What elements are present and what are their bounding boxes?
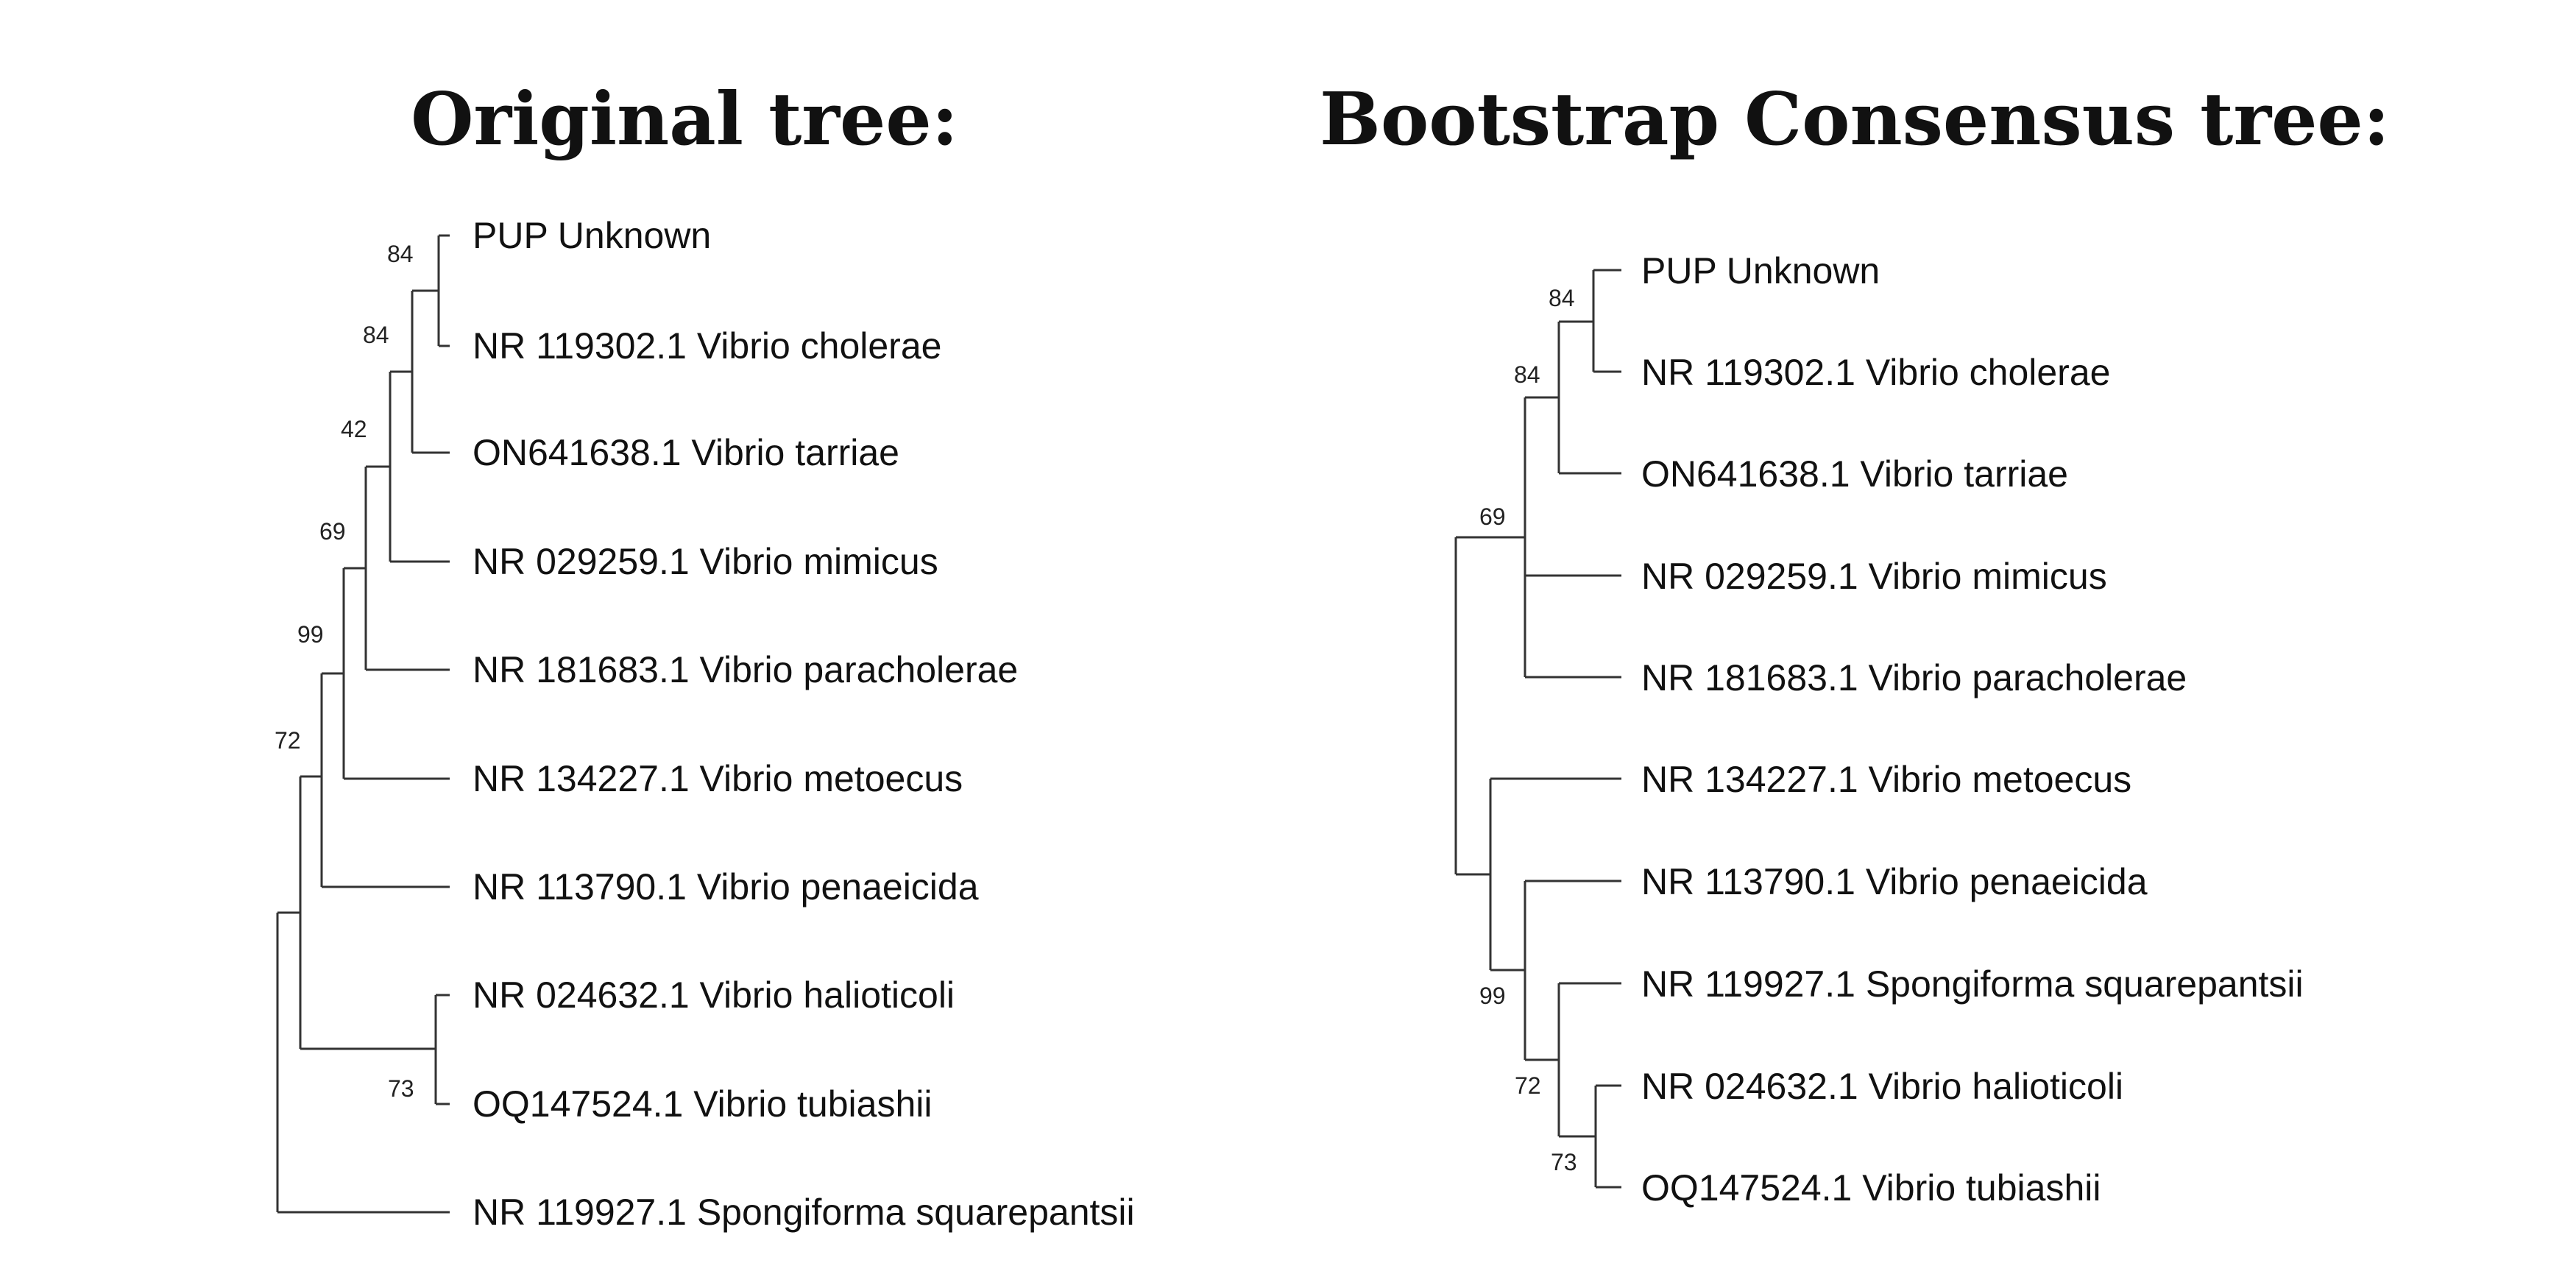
consensus-tree: PUP Unknown NR 119302.1 Vibrio cholerae … <box>1454 250 2304 1209</box>
leaf-label: NR 119927.1 Spongiforma squarepantsii <box>473 1192 1135 1233</box>
bootstrap-value: 72 <box>1515 1072 1541 1099</box>
original-tree: PUP Unknown NR 119302.1 Vibrio cholerae … <box>275 215 1135 1233</box>
leaf-label: NR 113790.1 Vibrio penaeicida <box>473 866 979 907</box>
bootstrap-value: 69 <box>1479 503 1506 530</box>
leaf-label: NR 029259.1 Vibrio mimicus <box>1641 556 2107 597</box>
leaf-label: PUP Unknown <box>1641 250 1880 291</box>
leaf-label: NR 119302.1 Vibrio cholerae <box>1641 352 2110 393</box>
bootstrap-value: 84 <box>1514 361 1540 388</box>
leaf-label: NR 119302.1 Vibrio cholerae <box>473 325 941 367</box>
bootstrap-value: 84 <box>387 241 414 267</box>
leaf-label: NR 029259.1 Vibrio mimicus <box>473 541 938 582</box>
leaf-label: NR 119927.1 Spongiforma squarepantsii <box>1641 963 2304 1005</box>
leaf-label: NR 134227.1 Vibrio metoecus <box>473 758 963 799</box>
leaf-label: OQ147524.1 Vibrio tubiashii <box>1641 1167 2101 1209</box>
leaf-label: OQ147524.1 Vibrio tubiashii <box>473 1083 933 1125</box>
leaf-label: NR 024632.1 Vibrio halioticoli <box>1641 1066 2123 1107</box>
original-tree-title: Original tree: <box>411 77 958 162</box>
leaf-label: ON641638.1 Vibrio tarriae <box>1641 453 2068 495</box>
bootstrap-value: 84 <box>363 322 389 348</box>
bootstrap-value: 72 <box>275 727 301 754</box>
leaf-label: PUP Unknown <box>473 215 711 256</box>
leaf-label: NR 181683.1 Vibrio paracholerae <box>1641 657 2187 698</box>
leaf-label: NR 181683.1 Vibrio paracholerae <box>473 649 1018 690</box>
consensus-tree-title: Bootstrap Consensus tree: <box>1320 77 2390 162</box>
leaf-label: NR 024632.1 Vibrio halioticoli <box>473 974 955 1016</box>
bootstrap-value: 73 <box>388 1075 414 1102</box>
leaf-label: ON641638.1 Vibrio tarriae <box>473 432 899 473</box>
leaf-label: NR 113790.1 Vibrio penaeicida <box>1641 861 2148 902</box>
bootstrap-value: 84 <box>1549 285 1575 311</box>
leaf-label: NR 134227.1 Vibrio metoecus <box>1641 759 2131 800</box>
bootstrap-value: 99 <box>297 621 324 648</box>
bootstrap-value: 73 <box>1551 1149 1577 1175</box>
bootstrap-value: 99 <box>1479 983 1506 1009</box>
bootstrap-value: 69 <box>319 518 346 545</box>
bootstrap-value: 42 <box>341 416 367 442</box>
